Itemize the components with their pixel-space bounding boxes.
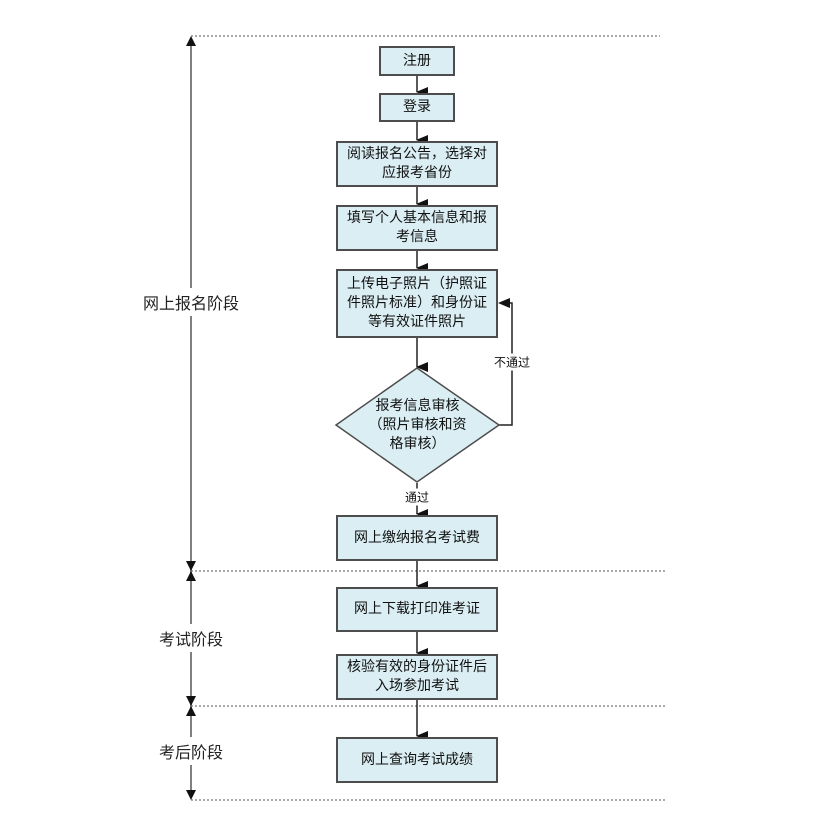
- node-register: 注册: [379, 46, 455, 76]
- phase-label-exam: 考试阶段: [158, 624, 224, 652]
- phase-label-online-registration: 网上报名阶段: [142, 288, 240, 316]
- node-pay-fee-label: 网上缴纳报名考试费: [354, 529, 480, 546]
- node-verify-enter-label: 核验有效的身份证件后入场参加考试: [347, 659, 487, 694]
- node-login: 登录: [379, 93, 455, 122]
- node-upload-photos-label: 上传电子照片（护照证件照片标准）和身份证等有效证件照片: [347, 276, 487, 330]
- node-print-admission-label: 网上下载打印准考证: [354, 601, 480, 617]
- node-review-label: 报考信息审核（照片审核和资格审核）: [368, 397, 467, 452]
- node-pay-fee: 网上缴纳报名考试费: [336, 515, 498, 561]
- timeline-arrow-2-up-icon: [186, 706, 196, 716]
- edge-label-pass: 通过: [403, 488, 431, 506]
- loop-arrowhead-icon: [498, 298, 510, 308]
- node-upload-photos: 上传电子照片（护照证件照片标准）和身份证等有效证件照片: [336, 269, 498, 338]
- node-check-score: 网上查询考试成绩: [336, 737, 498, 783]
- timeline-arrow-bottom-icon: [186, 790, 196, 800]
- timeline-arrow-1-down-icon: [186, 561, 196, 571]
- timeline-arrow-1-up-icon: [186, 571, 196, 581]
- node-review: 报考信息审核（照片审核和资格审核）: [336, 368, 499, 482]
- node-register-label: 注册: [403, 52, 431, 69]
- node-login-label: 登录: [403, 99, 431, 115]
- timeline-arrow-top-icon: [186, 36, 196, 46]
- node-verify-enter: 核验有效的身份证件后入场参加考试: [336, 654, 498, 700]
- node-fill-info: 填写个人基本信息和报考信息: [336, 205, 498, 251]
- timeline-arrow-2-down-icon: [186, 696, 196, 706]
- node-read-notice-label: 阅读报名公告，选择对应报考省份: [347, 146, 487, 181]
- edge-label-fail: 不通过: [492, 353, 532, 371]
- node-read-notice: 阅读报名公告，选择对应报考省份: [336, 141, 498, 187]
- node-check-score-label: 网上查询考试成绩: [361, 751, 473, 768]
- node-fill-info-label: 填写个人基本信息和报考信息: [347, 210, 487, 245]
- phase-label-post-exam: 考后阶段: [158, 737, 224, 765]
- node-print-admission: 网上下载打印准考证: [336, 587, 498, 632]
- review-diamond-shape: [334, 367, 501, 483]
